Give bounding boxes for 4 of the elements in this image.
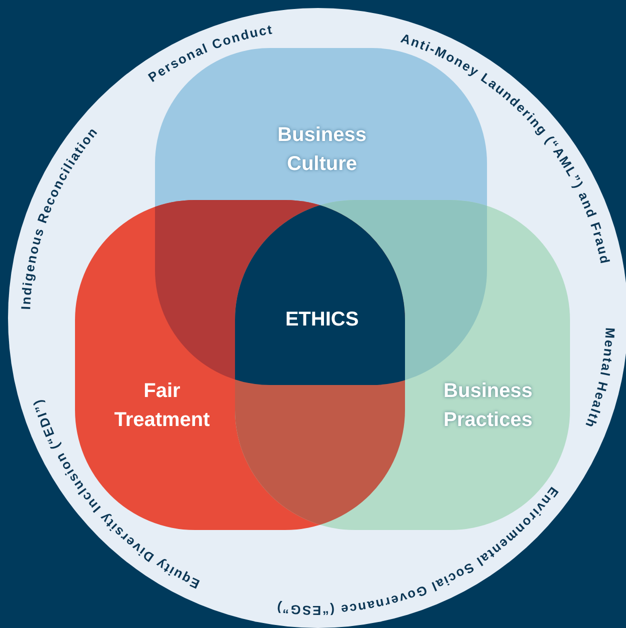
set-label: Business Practices xyxy=(442,379,534,433)
set-label: ETHICS xyxy=(285,308,359,332)
set-label: Fair Treatment xyxy=(113,379,211,433)
set-label: Business Culture xyxy=(276,123,368,177)
